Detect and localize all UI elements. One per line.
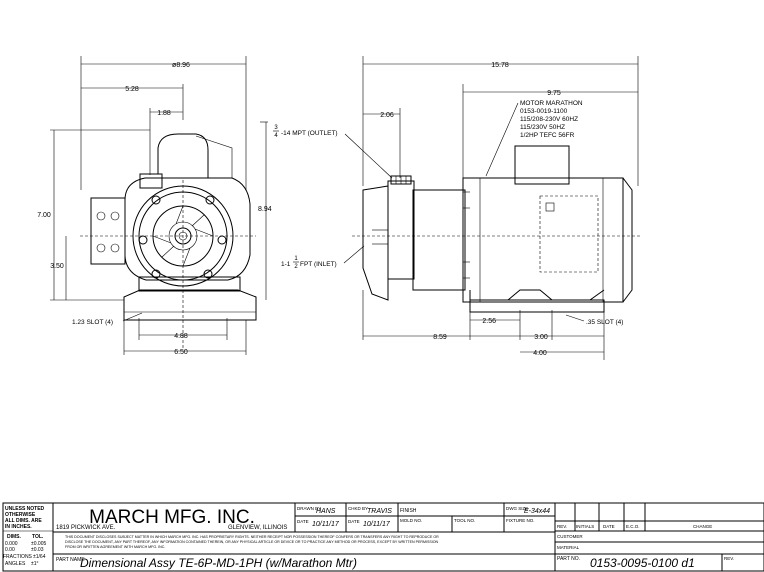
pump-side-casing: [362, 185, 389, 301]
company-name: MARCH MFG. INC.: [89, 507, 255, 528]
dim-650: 6.50: [174, 349, 188, 356]
dim-overall-width: ø8.96: [172, 62, 190, 69]
dim-256: 2.56: [482, 318, 496, 325]
outlet-callout: -14 MPT (OUTLET): [281, 130, 338, 137]
tol-row-3-label: FRACTIONS: [3, 554, 33, 560]
dim-859: 8.59: [433, 334, 447, 341]
rev-label: REV.: [724, 556, 734, 561]
unless-noted-4: IN INCHES.: [5, 524, 32, 530]
pump-casing: [124, 177, 251, 281]
tol-tol-header: TOL.: [32, 534, 44, 540]
disclaimer-1: THIS DOCUMENT DISCLOSES SUBJECT MATTER I…: [65, 535, 439, 539]
motor-body: [462, 177, 624, 303]
material-label: MATERIAL: [557, 545, 580, 550]
motor-line-2: 0153-0019-1100: [520, 108, 568, 115]
impeller-vanes: [152, 205, 214, 267]
tol-row-2-value: ±0.03: [31, 547, 44, 553]
unless-noted-2: OTHERWISE: [5, 512, 36, 518]
motor-note: MOTOR MARATHON 0153-0019-1100 115/208-23…: [485, 100, 583, 177]
pump-side-flange: [387, 180, 415, 280]
dwg-size-label: DWG SIZE: [506, 506, 528, 511]
front-slot-callout: 1.23 SLOT (4): [72, 319, 113, 326]
dim-488: 4.88: [174, 333, 188, 340]
date-2: 10/11/17: [363, 521, 391, 528]
pump-foot: [138, 276, 241, 292]
motor-line-1: MOTOR MARATHON: [520, 100, 583, 107]
motor-junction-box: [514, 145, 570, 185]
unless-noted-3: ALL DIMS. ARE: [5, 518, 42, 524]
tol-row-4-label: ANGLES: [5, 561, 26, 567]
tol-row-1-label: 0.000: [5, 541, 18, 547]
tol-row-3-value: ±1/64: [33, 554, 46, 560]
dim-overall-length: 15.78: [491, 62, 509, 69]
inlet-prefix: 1-1: [281, 261, 291, 268]
part-name-label: PART NAME: [56, 557, 85, 563]
inlet-frac-den: 2: [294, 264, 298, 270]
dim-400: 4.00: [533, 350, 547, 357]
dim-188: 1.88: [157, 110, 171, 117]
inlet-callout: FPT (INLET): [300, 261, 337, 268]
drawn-by-label: DRAWN BY: [297, 506, 321, 511]
motor-nameplate: [539, 195, 599, 273]
rev-header-change: CHANGE: [693, 524, 712, 529]
date-1: 10/11/17: [312, 521, 340, 528]
date-label-1: DATE: [297, 519, 309, 524]
pump-base: [123, 289, 257, 321]
company-address: 1819 PICKWICK AVE.: [56, 525, 116, 531]
motor-line-5: 1/2HP TEFC 56FR: [520, 132, 575, 139]
tol-row-1-value: ±0.005: [31, 541, 46, 547]
tol-dims-header: DIMS.: [7, 534, 22, 540]
dim-206: 2.06: [380, 112, 394, 119]
tol-row-4-value: ±1°: [31, 561, 39, 567]
dwg-size: E-34x44: [524, 508, 550, 515]
mold-label: MOLD NO.: [400, 518, 422, 523]
tol-row-2-label: 0.00: [5, 547, 15, 553]
motor-base: [469, 299, 605, 313]
tool-label: TOOL NO.: [454, 518, 475, 523]
rev-header-rev: REV.: [557, 524, 567, 529]
title-block: UNLESS NOTED OTHERWISE ALL DIMS. ARE IN …: [2, 502, 764, 572]
motor-line-3: 115/208-230V 60HZ: [520, 116, 578, 123]
rev-header-date: DATE: [603, 524, 615, 529]
dim-975: 9.75: [547, 90, 561, 97]
side-view: 15.78 9.75 2.06 2.56 3.00 .35 SLOT (4) 8…: [273, 56, 640, 360]
part-name: Dimensional Assy TE-6P-MD-1PH (w/Maratho…: [80, 556, 357, 570]
rev-header-eco: E.C.O.: [626, 524, 640, 529]
unless-noted-1: UNLESS NOTED: [5, 506, 45, 512]
front-view: ø8.96 5.28 1.88 7.00 3.50 8.94 1.23 SLOT…: [37, 56, 272, 356]
part-no-label: PART NO.: [557, 556, 580, 562]
date-label-2: DATE: [348, 519, 360, 524]
dim-height-894: 8.94: [258, 206, 272, 213]
company-city: GLENVIEW, ILLINOIS: [228, 525, 287, 531]
disclaimer-3: FROM OR WRITTEN AGREEMENT WITH MARCH MFG…: [65, 545, 165, 549]
chkd-by-label: CHKD BY: [348, 506, 368, 511]
rev-header-initials: INITIALS: [576, 524, 594, 529]
dim-height-700: 7.00: [37, 212, 51, 219]
dim-528: 5.28: [125, 86, 139, 93]
part-no: 0153-0095-0100 d1: [590, 556, 695, 570]
motor-feet: [469, 289, 605, 301]
dim-300: 3.00: [534, 334, 548, 341]
motor-line-4: 115/230V 50HZ: [520, 124, 565, 131]
disclaimer-2: DISCLOSE THE DOCUMENT, ANY PART THEREOF,…: [65, 540, 439, 544]
outlet-frac-num: 3: [274, 125, 278, 131]
dim-350: 3.50: [50, 263, 64, 270]
adapter: [412, 189, 466, 291]
inlet-frac-num: 1: [294, 256, 298, 262]
drawn-by: HANS: [316, 508, 336, 515]
finish-label: FINISH: [400, 508, 417, 514]
outlet-frac-den: 4: [274, 133, 278, 139]
outlet-port: [139, 173, 163, 189]
customer-label: CUSTOMER: [557, 534, 583, 539]
outlet-elbow: [157, 133, 209, 178]
side-slot-callout: .35 SLOT (4): [586, 319, 623, 326]
chkd-by: TRAVIS: [367, 508, 392, 515]
fixture-label: FIXTURE NO.: [506, 518, 535, 523]
inlet-flange: [90, 197, 126, 265]
